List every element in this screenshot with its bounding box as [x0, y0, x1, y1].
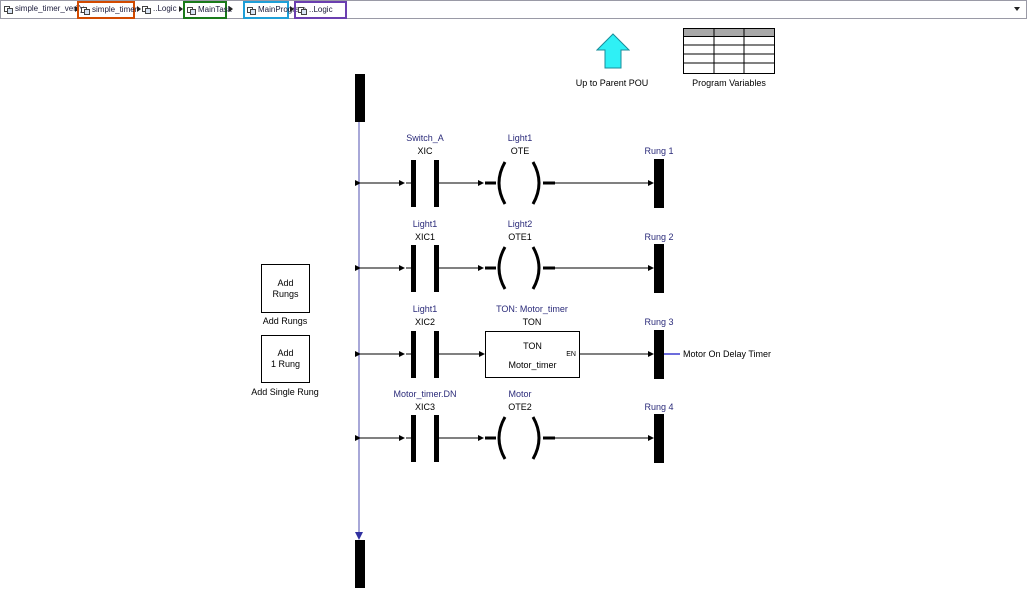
- rung-3-var2: TON: Motor_timer: [496, 304, 568, 314]
- rung-1: [355, 159, 664, 208]
- ton-block-title: TON: [523, 341, 542, 351]
- model-icon: [247, 6, 256, 15]
- model-icon: [187, 6, 196, 15]
- rung-4-instr2[interactable]: OTE2: [508, 402, 532, 412]
- rung-3-var1: Light1: [412, 304, 438, 314]
- xic-contact-left: [411, 160, 416, 207]
- breadcrumb-item-logic-current[interactable]: ..Logic: [294, 1, 347, 19]
- breadcrumb-item-simple-timer[interactable]: simple_timer: [77, 1, 137, 19]
- rung-1-var1: Switch_A: [406, 133, 444, 143]
- rung-1-label: Rung 1: [644, 146, 674, 156]
- ton-en-output: EN: [566, 351, 576, 358]
- ton-block-name: Motor_timer: [508, 360, 557, 370]
- breadcrumb-separator: [290, 6, 294, 12]
- coil-right: [531, 161, 541, 205]
- rung-4-instr1[interactable]: XIC3: [414, 402, 436, 412]
- rung-1-instr2[interactable]: OTE: [510, 146, 530, 156]
- add-single-rung-button[interactable]: Add 1 Rung: [261, 335, 310, 383]
- model-icon: [142, 5, 151, 14]
- xic-contact-right: [434, 160, 439, 207]
- power-rail-arrow: [355, 532, 363, 540]
- power-rail-bottom: [355, 540, 365, 588]
- rung-1-var2: Light1: [507, 133, 533, 143]
- add-rungs-button[interactable]: Add Rungs: [261, 264, 310, 313]
- add-rungs-caption: Add Rungs: [262, 316, 308, 326]
- rung-2-instr2[interactable]: OTE1: [508, 232, 532, 242]
- up-arrow-icon: [595, 33, 631, 69]
- rung-2-instr1[interactable]: XIC1: [414, 232, 436, 242]
- breadcrumb-item-maintask[interactable]: MainTask: [183, 1, 232, 19]
- model-icon: [4, 5, 13, 14]
- model-icon: [81, 6, 90, 15]
- table-icon: [683, 28, 775, 74]
- rung-1-instr1[interactable]: XIC: [417, 146, 433, 156]
- breadcrumb-item-logic[interactable]: ..Logic: [140, 2, 182, 17]
- rung-2-var2: Light2: [507, 219, 533, 229]
- rung-2: [355, 244, 664, 293]
- breadcrumb-separator: [229, 6, 233, 12]
- chevron-down-icon[interactable]: [1014, 7, 1020, 11]
- program-variables-button[interactable]: [683, 28, 775, 74]
- rung-end-block: [654, 159, 664, 208]
- rung-4-label: Rung 4: [644, 402, 674, 412]
- rung-4-var1: Motor_timer.DN: [393, 389, 457, 399]
- coil-left: [497, 161, 507, 205]
- breadcrumb-separator: [179, 6, 183, 12]
- up-to-parent-button[interactable]: [595, 33, 631, 69]
- program-variables-label: Program Variables: [692, 78, 766, 88]
- model-icon: [298, 6, 307, 15]
- rung-3-instr1[interactable]: XIC2: [414, 317, 436, 327]
- breadcrumb-separator: [137, 6, 141, 12]
- breadcrumb-item-simple-timer-verify[interactable]: simple_timer_verify: [2, 2, 84, 17]
- rung-3-instr2[interactable]: TON: [522, 317, 542, 327]
- up-to-parent-label: Up to Parent POU: [575, 78, 649, 88]
- breadcrumb-item-mainprogram[interactable]: MainProgram: [243, 1, 306, 19]
- ton-timer-block[interactable]: TON EN Motor_timer: [485, 331, 580, 378]
- rung-2-var1: Light1: [412, 219, 438, 229]
- rung-4: [355, 414, 664, 463]
- power-rail-top: [355, 74, 365, 122]
- rung-2-label: Rung 2: [644, 232, 674, 242]
- breadcrumb: simple_timer_verify simple_timer ..Logic…: [0, 0, 1027, 19]
- rung-4-var2: Motor: [508, 389, 532, 399]
- rung-3-comment[interactable]: Motor On Delay Timer: [683, 349, 772, 359]
- add-single-rung-caption: Add Single Rung: [251, 387, 319, 397]
- rung-3-label: Rung 3: [644, 317, 674, 327]
